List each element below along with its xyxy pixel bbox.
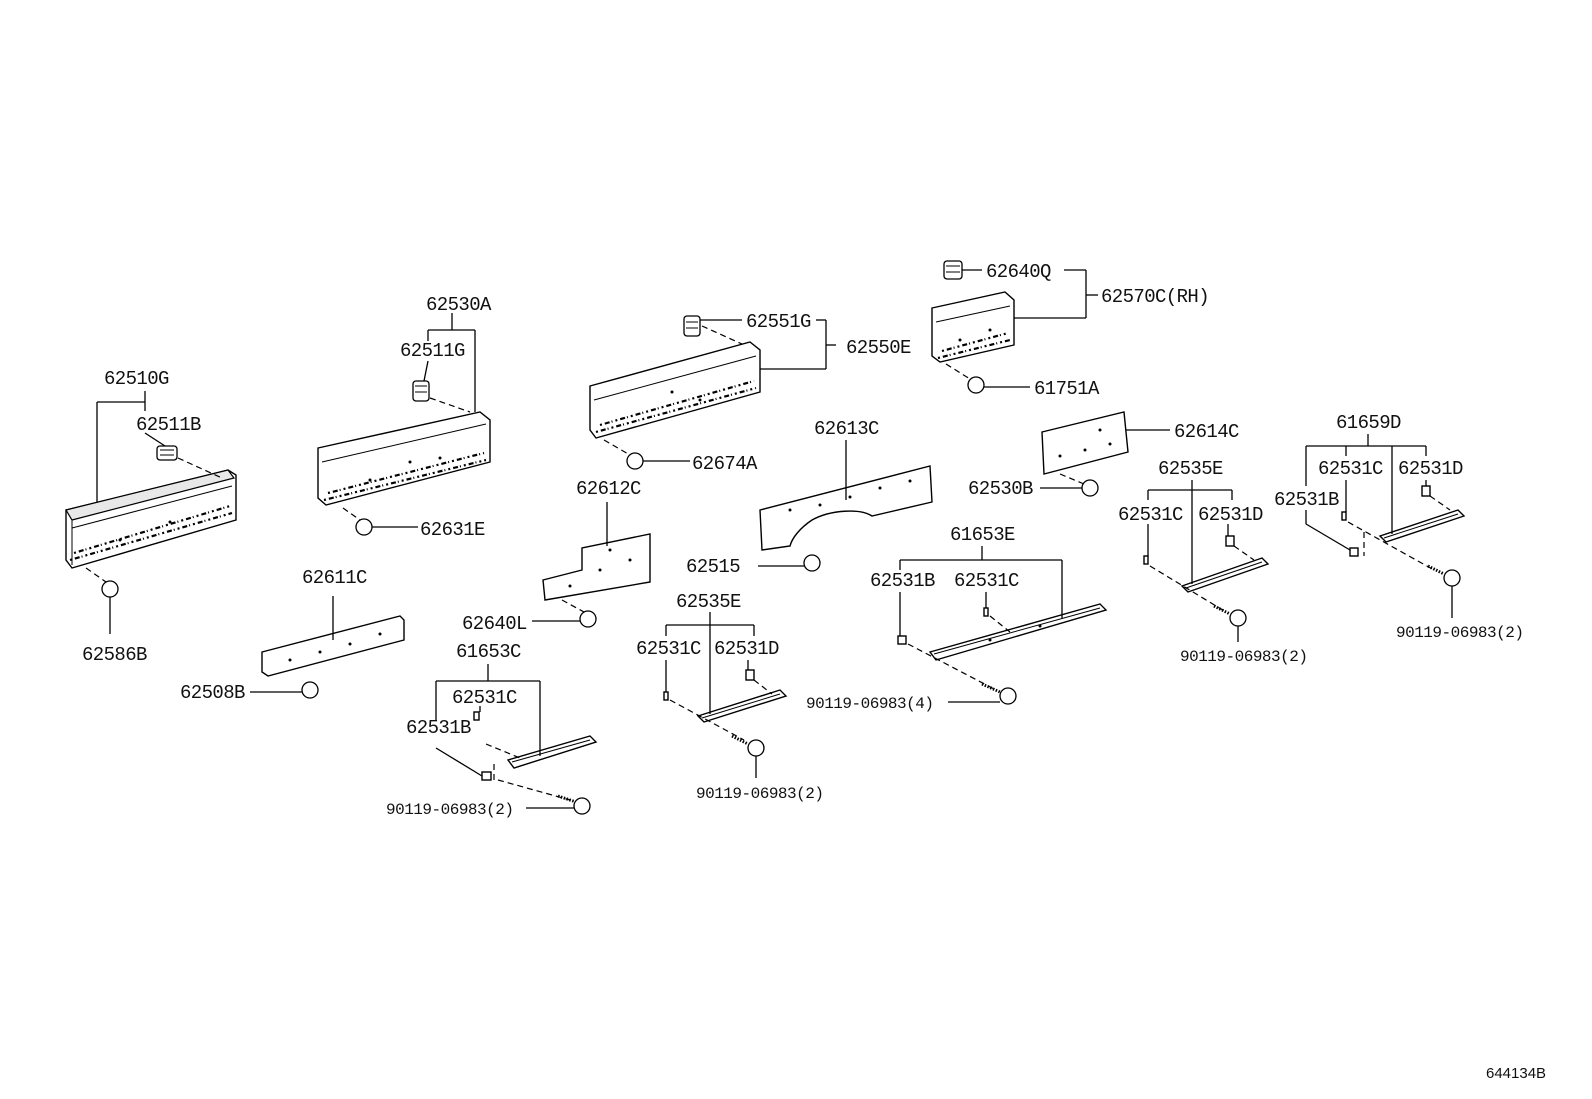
group-62535e-right: 62535E 62531C 62531D 90119-06983(2) <box>1118 458 1308 666</box>
plug-icon <box>579 610 597 628</box>
clip-icon <box>683 315 701 337</box>
label-part: 62612C <box>576 478 641 500</box>
retainer-d-icon <box>745 669 755 681</box>
label-assembly: 62570C(RH) <box>1101 286 1209 308</box>
retainer-bracket <box>1180 557 1270 593</box>
door-moulding <box>589 341 761 439</box>
label-item-c: 62531C <box>954 570 1019 592</box>
retainer-b-icon <box>1349 547 1359 557</box>
label-bolt: 90119-06983(4) <box>806 695 933 713</box>
label-plug: 62640L <box>462 613 527 635</box>
clip-icon <box>943 260 963 280</box>
label-assembly: 62535E <box>676 591 741 613</box>
label-assembly: 61653E <box>950 524 1015 546</box>
plug-icon <box>101 580 119 598</box>
label-plug: 62515 <box>686 556 740 578</box>
label-item-d: 62531D <box>1398 458 1463 480</box>
protector-panel <box>261 615 405 677</box>
label-plug: 62674A <box>692 453 758 475</box>
plug-icon <box>301 681 319 699</box>
label-item-c: 62531C <box>1318 458 1383 480</box>
label-item-d: 62531D <box>714 638 779 660</box>
label-item-b: 62531B <box>406 717 471 739</box>
bolt-icon <box>1213 604 1247 627</box>
plug-icon <box>355 518 373 536</box>
label-clip: 62551G <box>746 311 811 333</box>
plug-icon <box>967 376 985 394</box>
protector-panel <box>542 533 651 601</box>
label-item-c: 62531C <box>1118 504 1183 526</box>
label-bolt: 90119-06983(2) <box>696 785 823 803</box>
label-clip: 62640Q <box>986 261 1051 283</box>
group-62510g: 62510G 62511B 62586B <box>65 368 237 666</box>
group-62611c: 62611C 62508B <box>180 567 405 704</box>
label-clip: 62511G <box>400 340 465 362</box>
label-assembly: 62550E <box>846 337 911 359</box>
retainer-b-icon <box>897 635 907 645</box>
label-item-b: 62531B <box>870 570 935 592</box>
group-62550e: 62551G 62550E 62674A <box>589 311 912 475</box>
retainer-b-icon <box>481 771 492 781</box>
retainer-bracket <box>928 603 1108 661</box>
protector-panel <box>1041 411 1129 475</box>
label-part: 62611C <box>302 567 367 589</box>
label-bolt: 90119-06983(2) <box>1396 624 1523 642</box>
label-part: 62613C <box>814 418 879 440</box>
label-assembly: 62530A <box>426 294 492 316</box>
group-62530a: 62530A 62511G 62631E <box>317 294 493 541</box>
retainer-bracket <box>1378 509 1466 543</box>
bolt-icon <box>1427 564 1461 587</box>
plug-icon <box>803 554 821 572</box>
retainer-bracket <box>696 689 788 723</box>
plug-icon <box>626 452 644 470</box>
retainer-bracket <box>506 735 598 769</box>
label-part: 62614C <box>1174 421 1239 443</box>
label-plug: 62631E <box>420 519 485 541</box>
plug-icon <box>1081 479 1099 497</box>
retainer-c-icon <box>473 711 480 721</box>
group-62613c: 62613C 62515 <box>686 418 933 578</box>
group-61653c: 61653C 62531C 62531B 90119-06983(2) <box>386 641 598 819</box>
label-item-c: 62531C <box>452 687 517 709</box>
group-61659d: 61659D 62531C 62531D 62531B 90119-06983(… <box>1274 412 1524 642</box>
label-plug: 61751A <box>1034 378 1100 400</box>
retainer-d-icon <box>1225 535 1235 547</box>
fender-moulding <box>931 291 1015 363</box>
retainer-c-icon <box>983 607 989 617</box>
label-assembly: 62535E <box>1158 458 1223 480</box>
retainer-c-icon <box>663 691 669 701</box>
label-assembly: 61659D <box>1336 412 1401 434</box>
label-item-d: 62531D <box>1198 504 1263 526</box>
bolt-icon <box>731 734 765 757</box>
label-assembly: 61653C <box>456 641 521 663</box>
label-bolt: 90119-06983(2) <box>386 801 513 819</box>
group-62535e-mid: 62535E 62531C 62531D 90119-06983(2) <box>636 591 824 803</box>
rocker-panel-front <box>65 469 237 569</box>
label-plug: 62530B <box>968 478 1033 500</box>
retainer-c-icon <box>1143 555 1149 565</box>
group-61653e: 61653E 62531B 62531C 90119-06983(4) <box>806 524 1108 713</box>
bolt-icon <box>981 682 1017 705</box>
label-item-b: 62531B <box>1274 489 1339 511</box>
bolt-icon <box>557 794 591 815</box>
label-clip: 62511B <box>136 414 201 436</box>
group-62612c: 62612C 62640L <box>462 478 651 635</box>
label-assembly: 62510G <box>104 368 169 390</box>
label-bolt: 90119-06983(2) <box>1180 648 1307 666</box>
clip-icon <box>412 380 430 402</box>
label-plug: 62586B <box>82 644 147 666</box>
diagram-ref-number: 644134B <box>1486 1065 1546 1082</box>
clip-icon <box>156 445 178 461</box>
retainer-d-icon <box>1421 485 1431 497</box>
group-62614c: 62614C 62530B <box>968 411 1240 500</box>
protector-panel <box>759 465 933 551</box>
label-plug: 62508B <box>180 682 245 704</box>
label-item-c: 62531C <box>636 638 701 660</box>
rocker-panel-rear <box>317 411 491 506</box>
group-62570c: 62640Q 62570C(RH) 61751A <box>931 260 1210 400</box>
retainer-c-icon <box>1341 511 1347 521</box>
